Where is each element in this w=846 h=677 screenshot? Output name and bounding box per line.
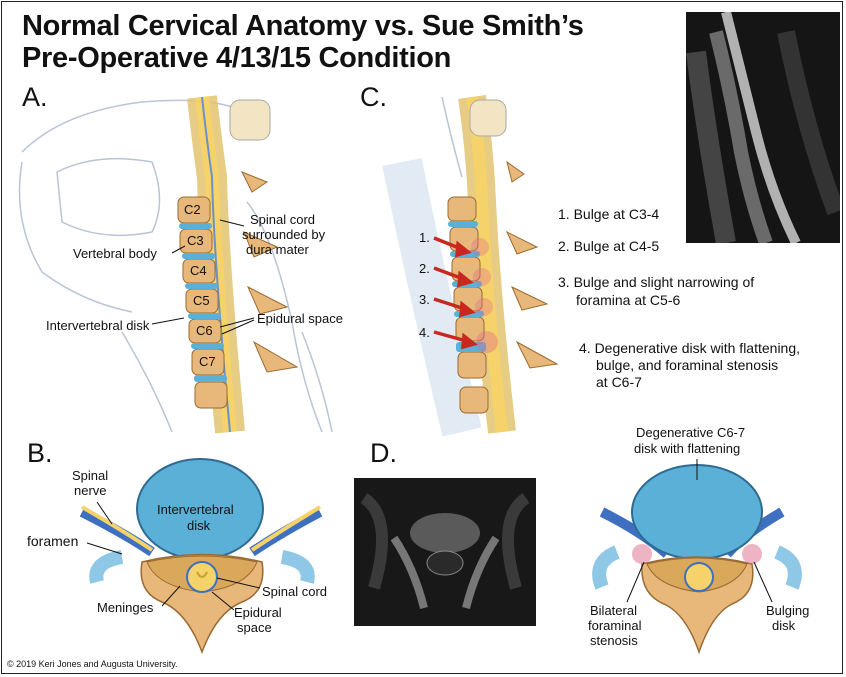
label-spinal-nerve-2: nerve <box>74 483 107 498</box>
label-bulging-2: disk <box>772 618 796 633</box>
label-b-disk-1: Intervertebral <box>157 502 234 517</box>
note-3b: foramina at C5-6 <box>576 292 681 308</box>
panel-label-d: D. <box>370 438 397 468</box>
panel-b-cross-section <box>79 458 323 655</box>
label-b-spinal-cord: Spinal cord <box>262 584 328 599</box>
vertebra-label-c6: C6 <box>196 323 213 338</box>
label-bilateral-1: Bilateral <box>590 603 637 618</box>
vertebra-label-c4: C4 <box>190 263 207 278</box>
label-degenerative-2: disk with flattening <box>634 441 741 456</box>
title-line-2: Pre-Operative 4/13/15 Condition <box>22 42 452 74</box>
panel-d-cross-section <box>592 464 802 655</box>
title-line-1: Normal Cervical Anatomy vs. Sue Smith’s <box>22 10 584 42</box>
label-spinal-cord-1: Spinal cord <box>250 212 316 227</box>
note-4b: bulge, and foraminal stenosis <box>596 357 779 373</box>
label-epidural-1: Epidural <box>234 605 282 620</box>
figure-title: Normal Cervical Anatomy vs. Sue Smith’s … <box>22 10 584 74</box>
note-3a: 3. Bulge and slight narrowing of <box>558 274 755 290</box>
vertebra-label-c2: C2 <box>184 202 201 217</box>
label-epidural-space: Epidural space <box>257 311 343 326</box>
label-meninges: Meninges <box>97 600 154 615</box>
note-4a: 4. Degenerative disk with flattening, <box>579 340 801 356</box>
label-bulging-1: Bulging <box>766 603 810 618</box>
label-spinal-cord-2: surrounded by <box>242 227 326 242</box>
label-bilateral-2: foraminal <box>588 618 642 633</box>
sagittal-mri-image <box>686 12 840 243</box>
vertebra-label-c3: C3 <box>187 233 204 248</box>
note-4c: at C6-7 <box>596 374 642 390</box>
label-degenerative-1: Degenerative C6-7 <box>636 425 746 440</box>
label-epidural-2: space <box>237 620 272 635</box>
panel-label-b: B. <box>27 438 53 468</box>
label-vertebral-body: Vertebral body <box>73 246 157 261</box>
marker-3: 3. <box>419 292 430 307</box>
label-spinal-nerve-1: Spinal <box>72 468 109 483</box>
vertebra-label-c7: C7 <box>199 354 216 369</box>
axial-mri-image <box>354 478 536 626</box>
label-bilateral-3: stenosis <box>590 633 638 648</box>
panel-label-c: C. <box>360 82 387 112</box>
panel-c-illustration <box>382 94 559 437</box>
vertebra-label-c5: C5 <box>193 293 210 308</box>
marker-4: 4. <box>419 325 430 340</box>
label-b-disk-2: disk <box>187 518 211 533</box>
panel-c-arrows <box>433 236 478 350</box>
marker-1: 1. <box>419 230 430 245</box>
label-foramen: foramen <box>27 533 79 549</box>
leader-lines <box>86 219 773 611</box>
marker-2: 2. <box>419 261 430 276</box>
panel-label-a: A. <box>22 82 48 112</box>
label-spinal-cord-3: dura mater <box>246 242 309 257</box>
note-2: 2. Bulge at C4-5 <box>558 238 660 254</box>
label-intervertebral-disk: Intervertebral disk <box>46 318 150 333</box>
copyright-notice: © 2019 Keri Jones and Augusta University… <box>7 659 178 669</box>
note-1: 1. Bulge at C3-4 <box>558 206 660 222</box>
panel-a-spine <box>177 95 299 434</box>
panel-a-illustration <box>18 99 333 433</box>
